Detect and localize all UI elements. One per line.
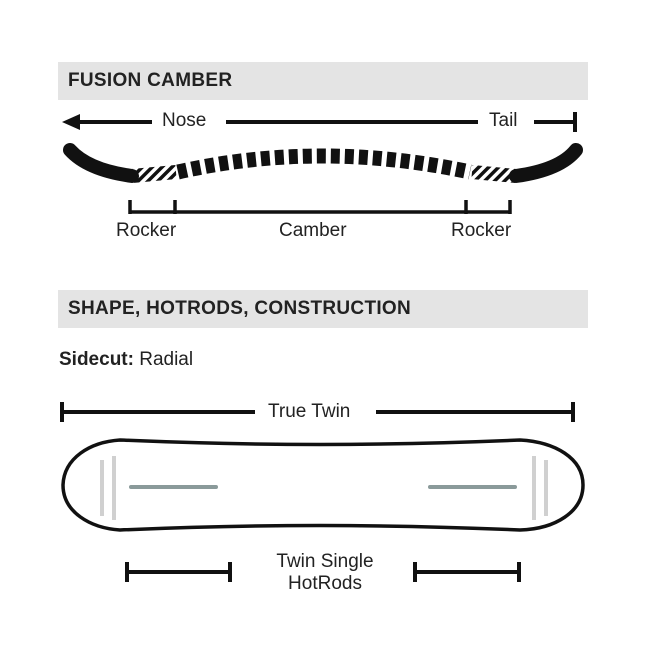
hotrods-label: Twin Single HotRods (255, 551, 395, 595)
hotrods-dimension (125, 562, 521, 582)
shape-section-header: SHAPE, HOTRODS, CONSTRUCTION (58, 290, 588, 328)
camber-label: Camber (279, 220, 347, 241)
hotrods-label-line1: Twin Single (276, 551, 374, 572)
edge-marks (100, 456, 548, 520)
camber-section-title: FUSION CAMBER (68, 70, 233, 91)
hotrods-label-line2: HotRods (288, 573, 362, 594)
nose-tip (63, 143, 139, 183)
true-twin-dimension (60, 402, 575, 422)
sidecut-value: Radial (139, 349, 194, 370)
sidecut-label: Sidecut: (59, 349, 134, 370)
true-twin-label: True Twin (268, 401, 351, 422)
rocker-left-label: Rocker (116, 220, 177, 241)
camber-section-header: FUSION CAMBER (58, 62, 588, 100)
board-outline (61, 438, 585, 532)
left-rocker-zone (131, 165, 177, 183)
zone-brackets (128, 200, 512, 214)
right-rocker-zone (471, 165, 517, 183)
tail-label: Tail (489, 110, 518, 131)
sidecut-line: Sidecut: Radial (59, 349, 193, 371)
tail-tip (509, 143, 583, 183)
nose-arrowhead-icon (62, 114, 80, 130)
rocker-right-label: Rocker (451, 220, 512, 241)
camber-profile (63, 143, 583, 183)
shape-section-title: SHAPE, HOTRODS, CONSTRUCTION (68, 298, 412, 319)
nose-tail-arrow (62, 112, 577, 132)
nose-label: Nose (162, 110, 207, 131)
camber-zone (176, 148, 472, 180)
